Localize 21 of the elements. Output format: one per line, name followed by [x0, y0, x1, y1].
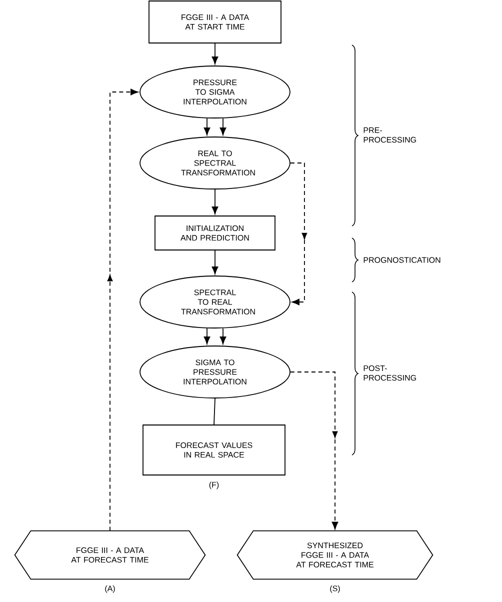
arrow	[204, 328, 210, 344]
node-caption: (F)	[209, 482, 219, 490]
arrow	[212, 43, 218, 64]
phase-label: PRE- PROCESSING	[364, 127, 416, 143]
node-caption: (A)	[105, 585, 115, 593]
arrow	[290, 372, 338, 530]
arrow	[212, 250, 218, 274]
data-hexagon: SYNTHESIZED FGGE III - A DATA AT FORECAST TIME	[236, 530, 434, 580]
data-hexagon: FGGE III - A DATA AT FORECAST TIME	[14, 530, 206, 580]
arrow	[212, 189, 218, 214]
process-box: FORECAST VALUES IN REAL SPACE	[142, 424, 286, 476]
process-box: INITIALIZATION AND PREDICTION	[154, 216, 276, 250]
phase-label: POST- PROCESSING	[364, 365, 416, 381]
phase-label: PROGNOSTICATION	[364, 257, 440, 263]
arrow	[290, 162, 308, 306]
process-box: FGGE III - A DATA AT START TIME	[148, 0, 282, 44]
arrow	[220, 328, 226, 344]
arrow	[204, 118, 210, 136]
node-caption: (S)	[330, 585, 340, 593]
arrow	[220, 118, 226, 136]
arrow	[107, 88, 138, 532]
